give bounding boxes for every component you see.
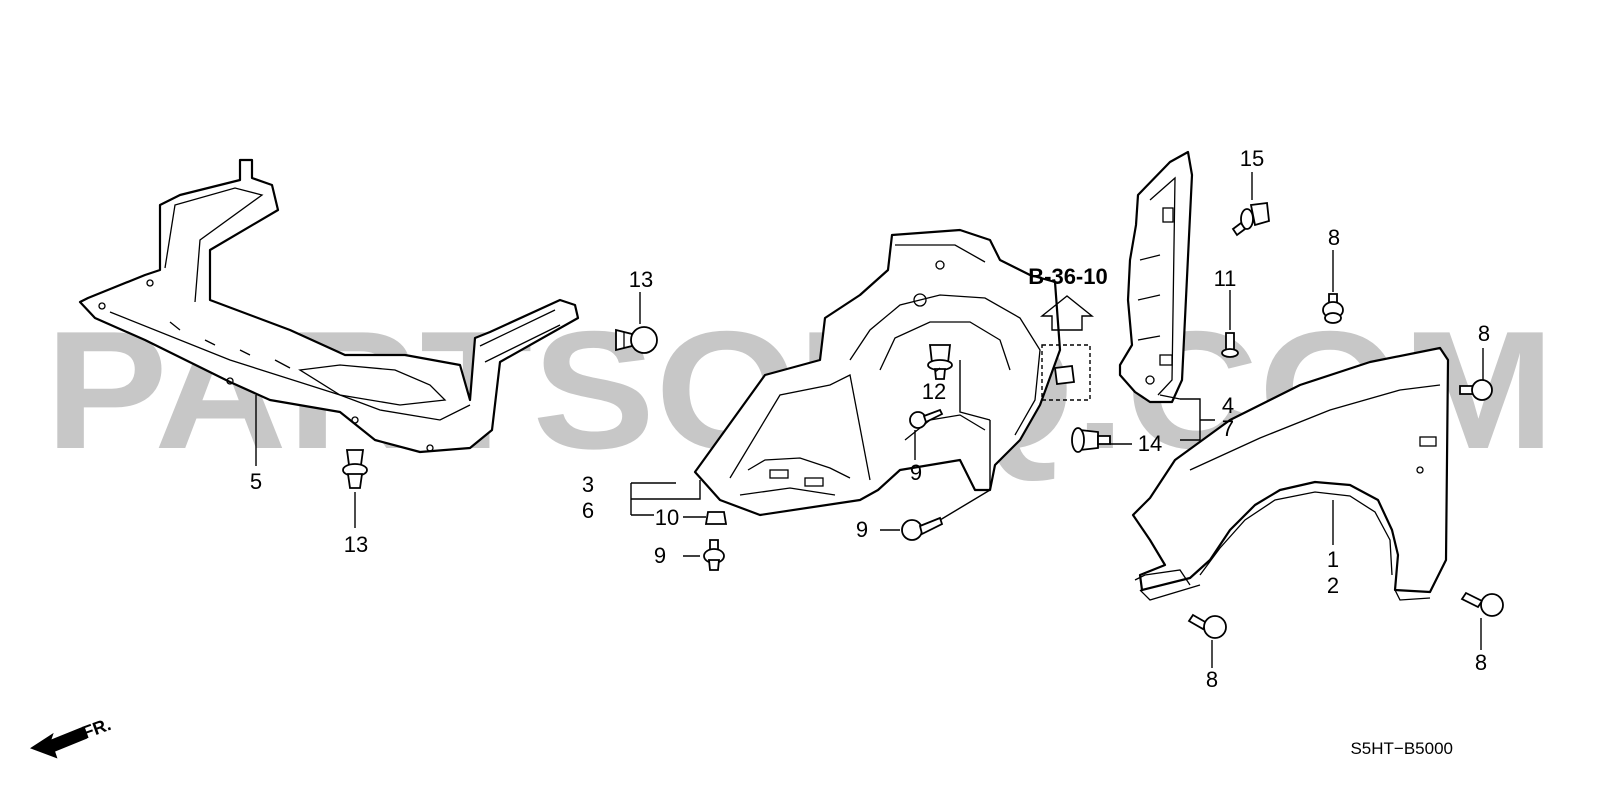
diagram-code: S5HT−B5000 [1350,739,1453,758]
callout-13-top: 13 [629,267,653,292]
callout-11: 11 [1214,266,1237,291]
reference-b-36-10[interactable]: B-36-10 [1028,264,1108,401]
front-direction-marker: FR. [30,714,114,759]
screw-9-mid[interactable] [901,516,944,541]
bolt-8-upper[interactable] [1322,293,1344,324]
callout-8-upper: 8 [1328,225,1340,250]
callout-6: 6 [582,498,594,523]
callout-1: 1 [1327,547,1339,572]
screw-9-upper[interactable] [909,408,944,429]
clip-13-top[interactable] [615,326,658,354]
clip-13-bottom[interactable] [342,449,368,489]
callout-8-lower-right: 8 [1475,650,1487,675]
splash-shield-part-5[interactable] [78,158,580,454]
callout-8-lower-left: 8 [1206,667,1218,692]
fender-bracket-part-4-7[interactable] [1118,150,1194,404]
bolt-11[interactable] [1221,332,1239,358]
inner-fender-part-3-6[interactable] [693,228,1062,517]
bolt-8-lower-left[interactable] [1187,613,1227,639]
front-arrow-icon [30,726,88,759]
bolt-8-lower-right[interactable] [1460,591,1504,617]
callout-3: 3 [582,472,594,497]
front-label: FR. [80,714,114,743]
callout-10: 10 [655,505,679,530]
bolt-8-right[interactable] [1459,379,1493,401]
callout-9-upper: 9 [910,460,922,485]
callout-12: 12 [922,379,946,404]
callout-7: 7 [1222,416,1234,441]
clip-12[interactable] [927,344,953,380]
callout-2: 2 [1327,573,1339,598]
reference-box [1041,344,1091,401]
reference-clip-icon [1053,365,1076,385]
callout-13-bottom: 13 [344,532,368,557]
up-arrow-icon [1040,295,1094,331]
reference-label: B-36-10 [1028,264,1107,289]
callout-15: 15 [1240,146,1264,171]
callout-8-right: 8 [1478,321,1490,346]
clip-14[interactable] [1071,427,1111,453]
callout-5: 5 [250,469,262,494]
callout-4: 4 [1222,393,1234,418]
screw-9-lower[interactable] [703,539,725,571]
callout-14: 14 [1138,431,1162,456]
callout-9-lower: 9 [654,543,666,568]
front-fender-part-1-2[interactable] [1131,346,1450,601]
callout-9-mid: 9 [856,517,868,542]
clip-15[interactable] [1231,201,1270,237]
leader-lines [255,172,1484,668]
nut-10[interactable] [704,511,728,525]
